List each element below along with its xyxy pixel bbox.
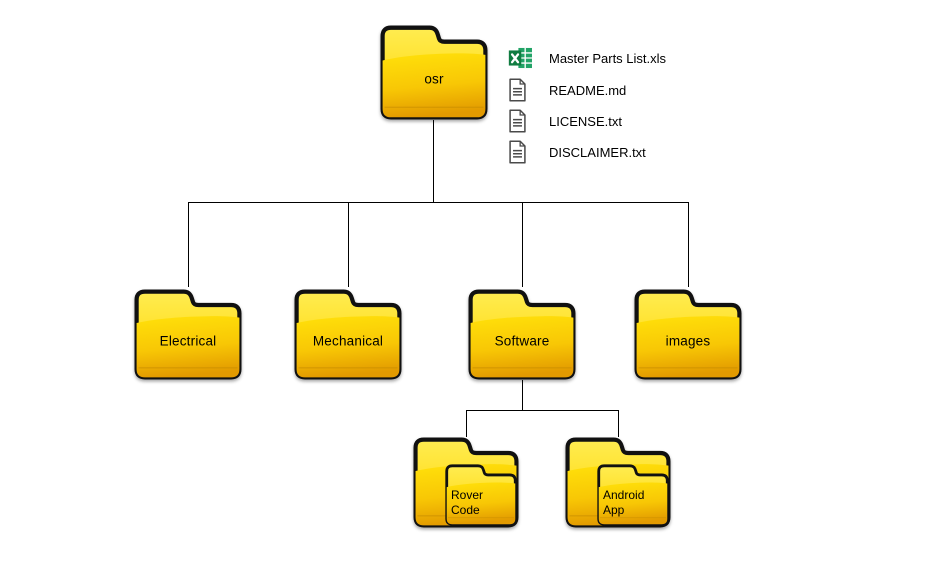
connector-electrical [188,202,189,287]
file-row-readme[interactable]: README.md [508,76,626,104]
connector-rover-code [466,410,467,437]
file-name: README.md [549,82,627,98]
file-name: DISCLAIMER.txt [549,144,646,160]
text-file-icon [508,77,534,103]
connector-mechanical [348,202,349,287]
connector-android-app [618,410,619,437]
connector-root-down [433,120,434,203]
file-row-disclaimer[interactable]: DISCLAIMER.txt [508,138,646,166]
folder-images[interactable]: images [634,289,742,380]
folder-mechanical[interactable]: Mechanical [294,289,402,380]
folder-osr[interactable]: osr [380,25,488,120]
connector-software [522,202,523,287]
folder-label: osr [424,71,444,87]
folder-electrical[interactable]: Electrical [134,289,242,380]
text-file-icon [508,108,534,134]
folder-label: Electrical [159,333,217,349]
file-row-master-parts-list[interactable]: Master Parts List.xls [508,44,666,72]
file-row-license[interactable]: LICENSE.txt [508,107,622,135]
connector-software-down [522,380,523,411]
file-name: LICENSE.txt [549,113,622,129]
folder-label: images [665,333,711,349]
text-file-icon [508,139,534,165]
file-name: Master Parts List.xls [549,50,667,66]
folder-label: Mechanical [312,333,384,349]
folder-label: Software [494,333,550,349]
connector-images [688,202,689,287]
folder-software[interactable]: Software [468,289,576,380]
connector-level2-horizontal [466,410,618,411]
excel-file-icon [508,45,534,71]
connector-level1-horizontal [188,202,689,203]
